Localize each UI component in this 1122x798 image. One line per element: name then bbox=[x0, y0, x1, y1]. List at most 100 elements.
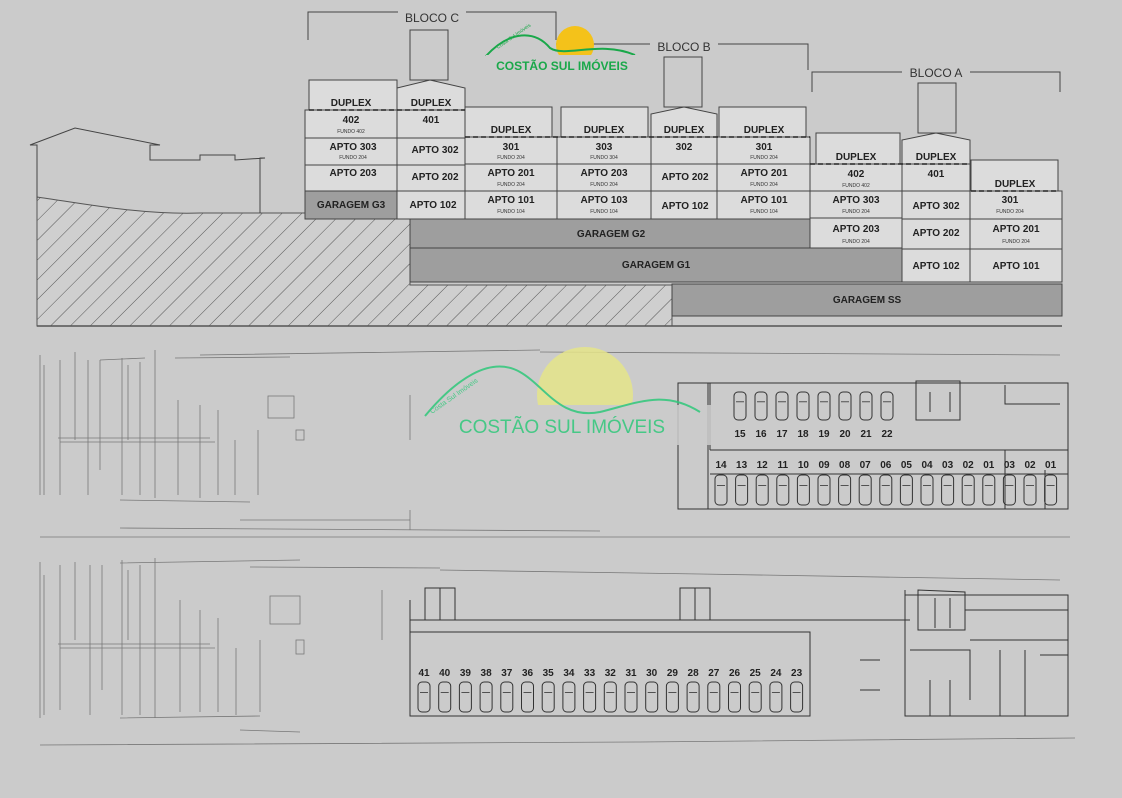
bb-apto-101: APTO 101 bbox=[740, 195, 787, 206]
bb-num-303: 303 bbox=[596, 142, 613, 153]
ba-fundo-303: FUNDO 204 bbox=[842, 209, 870, 215]
parking-spot-number: 01 bbox=[983, 460, 995, 471]
parking-spot-number: 14 bbox=[715, 460, 727, 471]
parking-spot-number: 29 bbox=[667, 668, 679, 679]
building-section bbox=[304, 79, 1063, 317]
parking-car-outline bbox=[838, 474, 852, 506]
parking-car-outline bbox=[858, 474, 872, 506]
bc-fundo-201: FUNDO 204 bbox=[497, 182, 525, 188]
bc-num-401: 401 bbox=[423, 115, 440, 126]
parking-spot-number: 39 bbox=[460, 668, 472, 679]
parking-spot-number: 18 bbox=[797, 429, 809, 440]
parking-car-outline bbox=[624, 681, 638, 713]
bc-fundo-101: FUNDO 104 bbox=[497, 209, 525, 215]
bc-apto-302: APTO 302 bbox=[411, 145, 458, 156]
logo-tagline-small: Costa Sul Imóveis bbox=[496, 22, 533, 50]
parking-car-outline bbox=[603, 681, 617, 713]
parking-spot-number: 25 bbox=[750, 668, 762, 679]
parking-spot-number: 41 bbox=[418, 668, 430, 679]
floor-plan-top bbox=[39, 349, 1070, 538]
bb-fundo-303: FUNDO 304 bbox=[590, 155, 618, 161]
parking-spot-number: 27 bbox=[708, 668, 720, 679]
garagem-ss: GARAGEM SS bbox=[833, 295, 902, 306]
bloco-c-label: BLOCO C bbox=[405, 11, 459, 25]
bb-apto-202: APTO 202 bbox=[661, 172, 708, 183]
parking-car-outline bbox=[521, 681, 534, 713]
parking-car-outline bbox=[458, 681, 472, 713]
bb-fundo-301: FUNDO 204 bbox=[750, 155, 778, 161]
bb-apto-102: APTO 102 bbox=[661, 201, 708, 212]
parking-spot-number: 30 bbox=[646, 668, 658, 679]
parking-spot-number: 02 bbox=[1024, 460, 1036, 471]
parking-car-outline bbox=[817, 474, 831, 506]
parking-spot-number: 28 bbox=[688, 668, 700, 679]
parking-car-outline bbox=[790, 681, 804, 713]
parking-spot-number: 01 bbox=[1045, 460, 1057, 471]
parking-spot-number: 20 bbox=[839, 429, 851, 440]
ba-apto-101: APTO 101 bbox=[992, 261, 1039, 272]
parking-car-outline bbox=[769, 681, 783, 713]
parking-car-outline bbox=[438, 681, 452, 713]
ba-duplex-402: DUPLEX bbox=[836, 152, 877, 163]
parking-car-outline bbox=[500, 681, 514, 713]
parking-spot-number: 36 bbox=[522, 668, 534, 679]
bb-apto-103: APTO 103 bbox=[580, 195, 627, 206]
parking-spot-number: 38 bbox=[481, 668, 493, 679]
parking-car-outline bbox=[686, 681, 700, 713]
parking-car-outline bbox=[707, 681, 721, 713]
ba-duplex-301: DUPLEX bbox=[995, 179, 1036, 190]
parking-spot-number: 04 bbox=[921, 460, 933, 471]
parking-car-outline bbox=[714, 474, 728, 506]
bloco-b-label: BLOCO B bbox=[657, 40, 710, 54]
parking-car-outline bbox=[541, 681, 555, 713]
bc-fundo-402: FUNDO 402 bbox=[337, 129, 365, 135]
ba-num-401: 401 bbox=[928, 169, 945, 180]
ba-fundo-201: FUNDO 204 bbox=[1002, 239, 1030, 245]
parking-spot-number: 23 bbox=[791, 668, 803, 679]
ba-fundo-402: FUNDO 402 bbox=[842, 183, 870, 189]
garagem-g1: GARAGEM G1 bbox=[622, 260, 691, 271]
bc-duplex-301: DUPLEX bbox=[491, 125, 532, 136]
bb-fundo-103: FUNDO 104 bbox=[590, 209, 618, 215]
logo-brand-small: COSTÃO SUL IMÓVEIS bbox=[496, 58, 628, 73]
bc-duplex-402: DUPLEX bbox=[331, 98, 372, 109]
parking-car-outline bbox=[728, 681, 741, 713]
bc-num-301: 301 bbox=[503, 142, 520, 153]
parking-car-outline bbox=[920, 474, 934, 506]
parking-car-outline bbox=[879, 474, 893, 506]
parking-car-outline bbox=[941, 474, 955, 506]
parking-spot-number: 08 bbox=[839, 460, 851, 471]
bc-apto-201: APTO 201 bbox=[487, 168, 534, 179]
ba-apto-202: APTO 202 bbox=[912, 228, 959, 239]
parking-spot-number: 22 bbox=[881, 429, 893, 440]
garagem-g3: GARAGEM G3 bbox=[317, 200, 386, 211]
neighbour-houses bbox=[29, 127, 266, 213]
duplex-floor-lines bbox=[309, 109, 1058, 192]
garagem-g2: GARAGEM G2 bbox=[577, 229, 646, 240]
logo-brand-large: COSTÃO SUL IMÓVEIS bbox=[459, 416, 665, 438]
bb-duplex-302: DUPLEX bbox=[664, 125, 705, 136]
parking-car-outline bbox=[796, 391, 810, 421]
section-labels: DUPLEX 402 FUNDO 402 DUPLEX 401 APTO 303… bbox=[317, 98, 1040, 306]
bc-apto-303: APTO 303 bbox=[329, 142, 376, 153]
parking-car-outline bbox=[735, 474, 749, 506]
parking-car-outline bbox=[748, 681, 762, 713]
parking-spot-number: 19 bbox=[818, 429, 830, 440]
parking-spot-number: 10 bbox=[798, 460, 810, 471]
logo-small: COSTÃO SUL IMÓVEIS Costa Sul Imóveis bbox=[485, 22, 638, 75]
bb-apto-201: APTO 201 bbox=[740, 168, 787, 179]
bb-num-301: 301 bbox=[756, 142, 773, 153]
parking-car-outline bbox=[899, 474, 913, 506]
parking-spot-number: 31 bbox=[625, 668, 637, 679]
parking-spot-number: 16 bbox=[755, 429, 767, 440]
parking-car-outline bbox=[733, 391, 747, 421]
parking-spot-number: 24 bbox=[770, 668, 782, 679]
ba-apto-201: APTO 201 bbox=[992, 224, 1039, 235]
block-brackets bbox=[307, 11, 1061, 134]
parking-car-outline bbox=[859, 391, 873, 421]
logo-large: COSTÃO SUL IMÓVEIS Costa Sul Imóveis bbox=[424, 347, 720, 445]
